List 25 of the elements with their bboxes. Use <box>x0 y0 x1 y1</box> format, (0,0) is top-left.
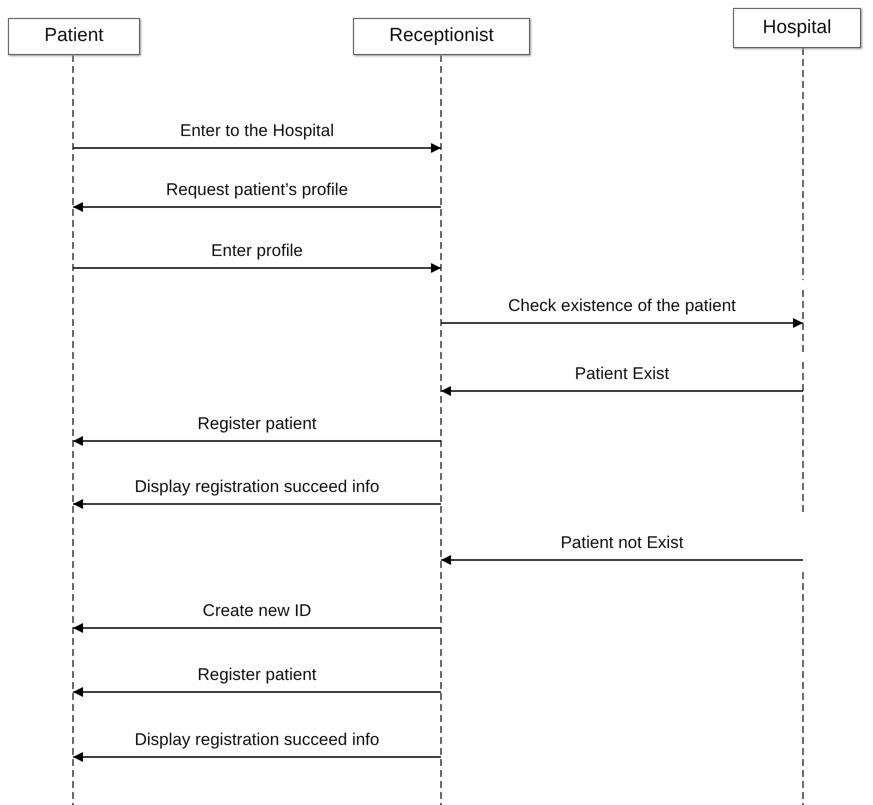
participant-box: Patient <box>8 18 140 55</box>
edge-label: Patient Exist <box>574 364 670 384</box>
edge-label: Check existence of the patient <box>508 296 736 316</box>
edge-label: Display registration succeed info <box>134 730 380 750</box>
message-arrow <box>73 436 441 446</box>
edge-label: Enter profile <box>211 241 303 261</box>
edge-label: Register patient <box>197 414 317 434</box>
edge-label: Create new ID <box>202 601 312 621</box>
message-arrow <box>73 752 441 762</box>
message-arrow <box>73 623 441 633</box>
message-arrow <box>441 555 803 565</box>
message-arrow <box>73 263 441 273</box>
edge-label: Request patient’s profile <box>166 180 348 200</box>
message-arrow <box>73 687 441 697</box>
message-arrow <box>441 318 803 328</box>
message-arrow <box>73 499 441 509</box>
edge-label: Display registration succeed info <box>134 477 380 497</box>
edge-label: Enter to the Hospital <box>180 121 334 141</box>
participant-box: Hospital <box>733 8 861 48</box>
edge-label: Patient not Exist <box>560 533 684 553</box>
message-arrow <box>441 386 803 396</box>
participant-box: Receptionist <box>353 18 530 55</box>
message-arrow <box>73 202 441 212</box>
message-arrow <box>73 143 441 153</box>
edge-label: Register patient <box>197 665 317 685</box>
